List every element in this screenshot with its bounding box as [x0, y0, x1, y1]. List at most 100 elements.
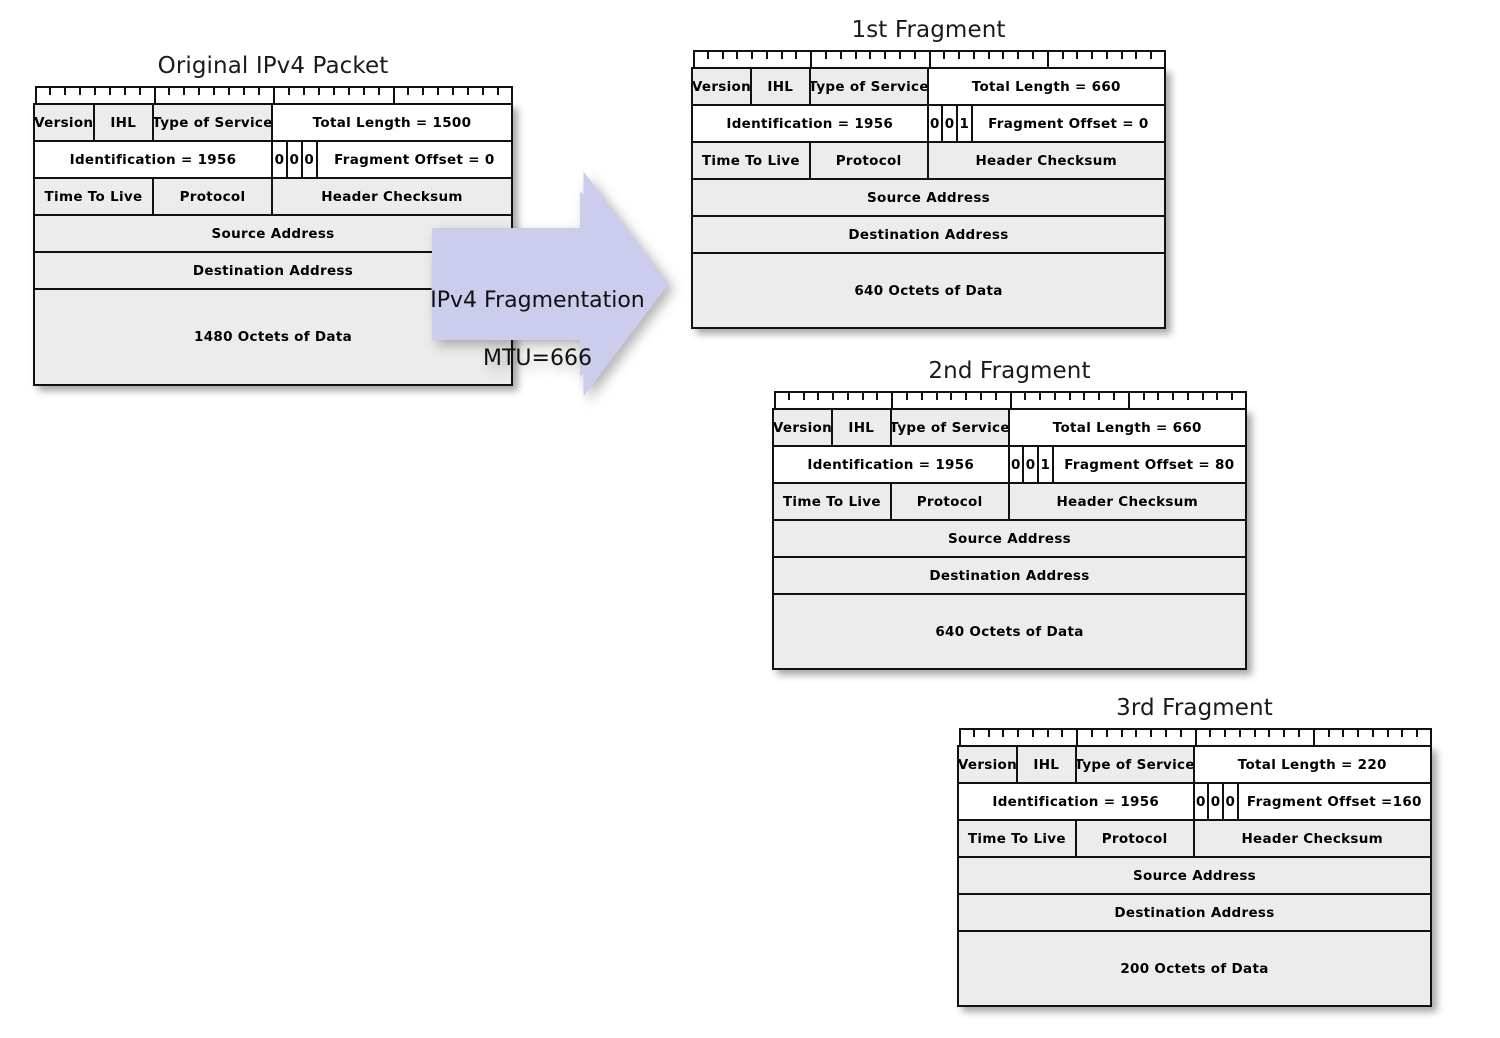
field-identification: Identification = 1956 [35, 142, 273, 177]
ruler-tick-minor [817, 391, 820, 400]
packet-box-fragment-2: Version IHL Type of Service Total Length… [772, 408, 1247, 670]
ruler-tick-minor [1283, 728, 1286, 737]
ruler-tick-minor [1342, 728, 1345, 737]
ruler-tick-minor [1386, 728, 1389, 737]
ruler-tick-major [392, 86, 395, 103]
ruler-tick-minor [213, 86, 216, 95]
ruler-tick-minor [48, 86, 51, 95]
packet-row-word0: Version IHL Type of Service Total Length… [35, 105, 511, 142]
packet-row-word2: Time To Live Protocol Header Checksum [35, 179, 511, 216]
ruler-tick-minor [832, 391, 835, 400]
ruler-tick-minor [198, 86, 201, 95]
packet-row-word3: Source Address [35, 216, 511, 253]
packet-row-word1: Identification = 1956 0 0 0 Fragment Off… [35, 142, 511, 179]
ruler-tick-minor [1135, 728, 1138, 737]
fragmentation-arrow: IPv4 Fragmentation MTU=666 [430, 171, 670, 397]
ruler-tick-minor [1224, 728, 1227, 737]
field-version: Version [35, 105, 95, 140]
flag-bit-more-fragments: 1 [1038, 447, 1054, 482]
bit-ruler-fragment-2 [774, 391, 1247, 408]
flag-bit-reserved: 0 [928, 106, 944, 141]
ruler-tick-minor [1061, 50, 1064, 59]
packet-row-payload: 200 Octets of Data [959, 932, 1430, 1005]
field-header-checksum: Header Checksum [1009, 484, 1245, 519]
ruler-tick-minor [243, 86, 246, 95]
packet-fragment-1: 1st Fragment Version IHL Type of Service… [691, 17, 1166, 329]
field-type-of-service: Type of Service [891, 410, 1010, 445]
ruler-tick-minor [1150, 728, 1153, 737]
bit-ruler-fragment-3 [959, 728, 1432, 745]
field-source-address: Source Address [959, 858, 1430, 893]
ruler-tick-minor [935, 391, 938, 400]
packet-title-fragment-3: 3rd Fragment [1116, 695, 1273, 721]
ruler-tick-minor [1238, 728, 1241, 737]
ruler-tick-minor [802, 391, 805, 400]
ruler-tick-minor [825, 50, 828, 59]
ruler-tick-major [959, 728, 961, 745]
packet-fragment-3: 3rd Fragment Version IHL Type of Service… [957, 695, 1432, 1007]
field-fragment-offset: Fragment Offset = 0 [972, 106, 1164, 141]
ruler-tick-minor [108, 86, 111, 95]
ruler-tick-minor [1297, 728, 1300, 737]
field-fragment-offset: Fragment Offset =160 [1238, 784, 1430, 819]
ruler-tick-minor [437, 86, 440, 95]
ruler-tick-minor [138, 86, 141, 95]
ruler-tick-minor [1186, 391, 1189, 400]
ruler-tick-minor [1017, 50, 1020, 59]
field-protocol: Protocol [891, 484, 1010, 519]
packet-row-word2: Time To Live Protocol Header Checksum [959, 821, 1430, 858]
packet-row-word3: Source Address [959, 858, 1430, 895]
field-time-to-live: Time To Live [35, 179, 154, 214]
ruler-tick-minor [751, 50, 754, 59]
ruler-tick-major [1164, 50, 1166, 67]
ruler-tick-minor [228, 86, 231, 95]
ruler-tick-minor [787, 391, 790, 400]
ruler-tick-major [1127, 391, 1130, 408]
ruler-tick-minor [1371, 728, 1374, 737]
ruler-tick-minor [913, 50, 916, 59]
ruler-tick-minor [302, 86, 305, 95]
ruler-tick-minor [780, 50, 783, 59]
field-source-address: Source Address [774, 521, 1245, 556]
flag-bit-dont-fragment: 0 [287, 142, 303, 177]
ruler-tick-minor [1098, 391, 1101, 400]
field-type-of-service: Type of Service [1076, 747, 1195, 782]
ruler-tick-major [511, 86, 513, 103]
ruler-tick-minor [377, 86, 380, 95]
ruler-tick-minor [1209, 728, 1212, 737]
ruler-tick-minor [1002, 50, 1005, 59]
field-header-checksum: Header Checksum [273, 179, 511, 214]
flag-bit-more-fragments: 0 [302, 142, 318, 177]
ruler-tick-major [1245, 391, 1247, 408]
field-time-to-live: Time To Live [774, 484, 892, 519]
field-payload: 640 Octets of Data [693, 254, 1164, 327]
field-version: Version [693, 69, 752, 104]
ruler-tick-minor [63, 86, 66, 95]
field-type-of-service: Type of Service [810, 69, 929, 104]
flag-bit-reserved: 0 [1194, 784, 1210, 819]
ruler-tick-minor [1416, 728, 1419, 737]
field-protocol: Protocol [810, 143, 929, 178]
packet-row-word0: Version IHL Type of Service Total Length… [774, 410, 1245, 447]
ruler-tick-minor [452, 86, 455, 95]
ruler-tick-minor [1253, 728, 1256, 737]
packet-box-fragment-1: Version IHL Type of Service Total Length… [691, 67, 1166, 329]
ruler-tick-minor [347, 86, 350, 95]
ruler-tick-minor [1083, 391, 1086, 400]
field-protocol: Protocol [1076, 821, 1195, 856]
packet-box-fragment-3: Version IHL Type of Service Total Length… [957, 745, 1432, 1007]
ruler-tick-minor [884, 50, 887, 59]
packet-row-payload: 640 Octets of Data [693, 254, 1164, 327]
packet-original-ipv4: Original IPv4 Packet Version IHL Type of… [33, 53, 513, 386]
ruler-tick-minor [168, 86, 171, 95]
flag-bit-reserved: 0 [1009, 447, 1025, 482]
ruler-tick-major [1430, 728, 1432, 745]
ruler-tick-major [1194, 728, 1197, 745]
field-ihl: IHL [94, 105, 154, 140]
ruler-tick-minor [1135, 50, 1138, 59]
ruler-tick-major [810, 50, 813, 67]
ruler-tick-minor [1142, 391, 1145, 400]
packet-title-fragment-1: 1st Fragment [851, 17, 1006, 43]
field-payload: 200 Octets of Data [959, 932, 1430, 1005]
ruler-tick-major [928, 50, 931, 67]
